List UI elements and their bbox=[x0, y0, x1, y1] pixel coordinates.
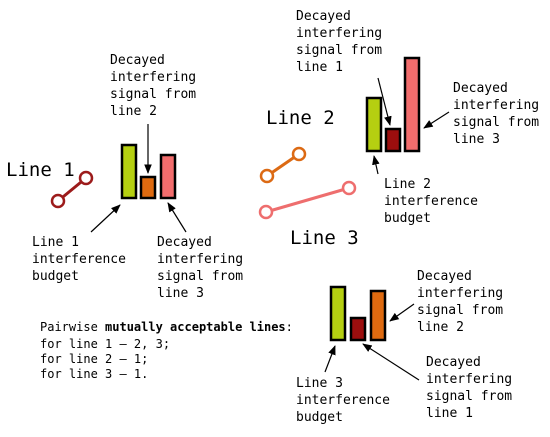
g1-budget-annotation: Line 1 interference budget bbox=[32, 235, 134, 284]
g3-bottom-annotation: Decayed interfering signal from line 1 bbox=[426, 355, 520, 421]
line1-budget-bar bbox=[120, 143, 138, 200]
arrow-g1-right bbox=[167, 202, 187, 233]
arrow-g2-budget bbox=[372, 155, 380, 175]
line2-signal-from-line1-bar bbox=[384, 127, 402, 153]
g1-right-annotation: Decayed interfering signal from line 3 bbox=[157, 235, 251, 301]
arrow-g3-bottom bbox=[362, 343, 420, 381]
pairwise-row-line3: for line 3 – 1. bbox=[40, 367, 148, 381]
arrow-g2-right bbox=[423, 111, 450, 129]
arrow-g1-budget bbox=[90, 204, 121, 233]
line2-signal-from-line3-bar bbox=[403, 56, 421, 153]
line1-signal-from-line3-bar bbox=[159, 153, 177, 200]
line3-label: Line 3 bbox=[290, 227, 359, 249]
line3-signal-from-line2-bar bbox=[369, 289, 387, 342]
g2-budget-annotation: Line 2 interference budget bbox=[384, 177, 486, 226]
line2-budget-bar bbox=[365, 96, 383, 153]
g2-top-annotation: Decayed interfering signal from line 1 bbox=[296, 9, 390, 75]
line3-signal-from-line1-bar bbox=[349, 316, 367, 342]
arrow-g3-right bbox=[389, 303, 415, 322]
g1-top-annotation: Decayed interfering signal from line 2 bbox=[110, 53, 204, 119]
line2-label: Line 2 bbox=[266, 107, 335, 129]
line1-label: Line 1 bbox=[6, 159, 75, 181]
line2-segment bbox=[259, 146, 307, 184]
line3-segment bbox=[258, 180, 357, 220]
pairwise-row-line1: for line 1 – 2, 3; bbox=[40, 337, 170, 351]
pairwise-row-line2: for line 2 – 1; bbox=[40, 352, 148, 366]
g3-right-annotation: Decayed interfering signal from line 2 bbox=[417, 269, 511, 335]
line3-budget-bar bbox=[329, 285, 347, 342]
g2-right-annotation: Decayed interfering signal from line 3 bbox=[453, 81, 547, 147]
arrow-g3-budget bbox=[324, 345, 336, 373]
pairwise-heading: Pairwise mutually acceptable lines: bbox=[40, 320, 293, 334]
g3-budget-annotation: Line 3 interference budget bbox=[296, 376, 398, 425]
line1-signal-from-line2-bar bbox=[139, 175, 157, 200]
arrow-g2-top bbox=[377, 77, 392, 126]
line1-segment bbox=[50, 170, 94, 209]
